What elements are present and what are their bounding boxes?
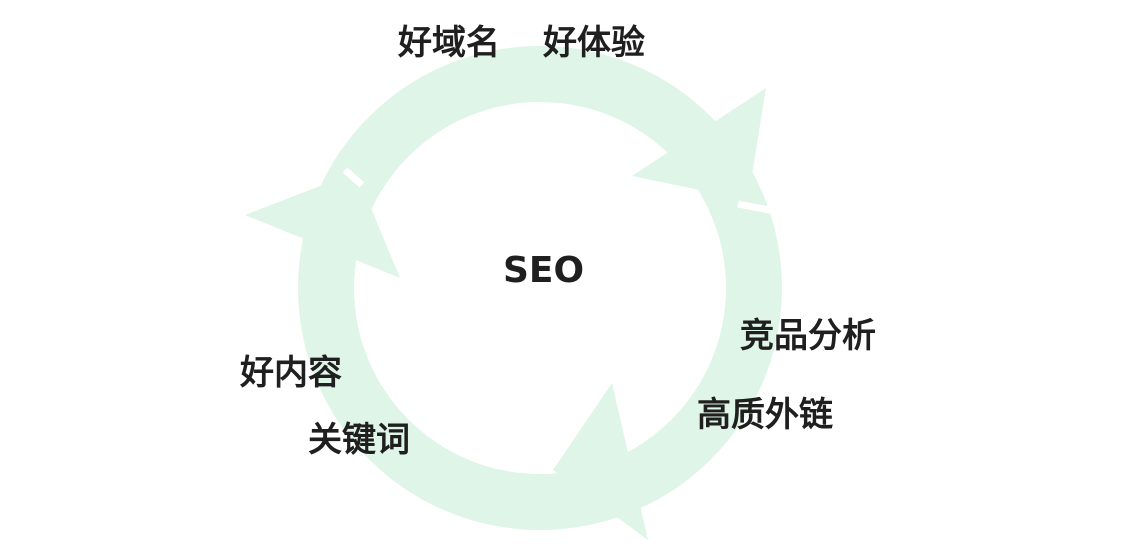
- label-quality-backlinks: 高质外链: [697, 395, 833, 435]
- gap-right: [737, 200, 791, 218]
- label-seo: SEO: [503, 250, 585, 291]
- label-good-content: 好内容: [240, 353, 342, 393]
- arrowhead-left: [245, 172, 400, 278]
- arrowhead-top-right: [632, 88, 766, 200]
- label-good-experience: 好体验: [543, 23, 645, 63]
- label-competitor-analysis: 竞品分析: [740, 316, 876, 356]
- label-keywords: 关键词: [308, 420, 410, 460]
- gap-left: [342, 167, 365, 188]
- label-good-domain: 好域名: [398, 23, 500, 63]
- arrowhead-bottom: [553, 383, 648, 540]
- cycle-ring: [298, 46, 782, 530]
